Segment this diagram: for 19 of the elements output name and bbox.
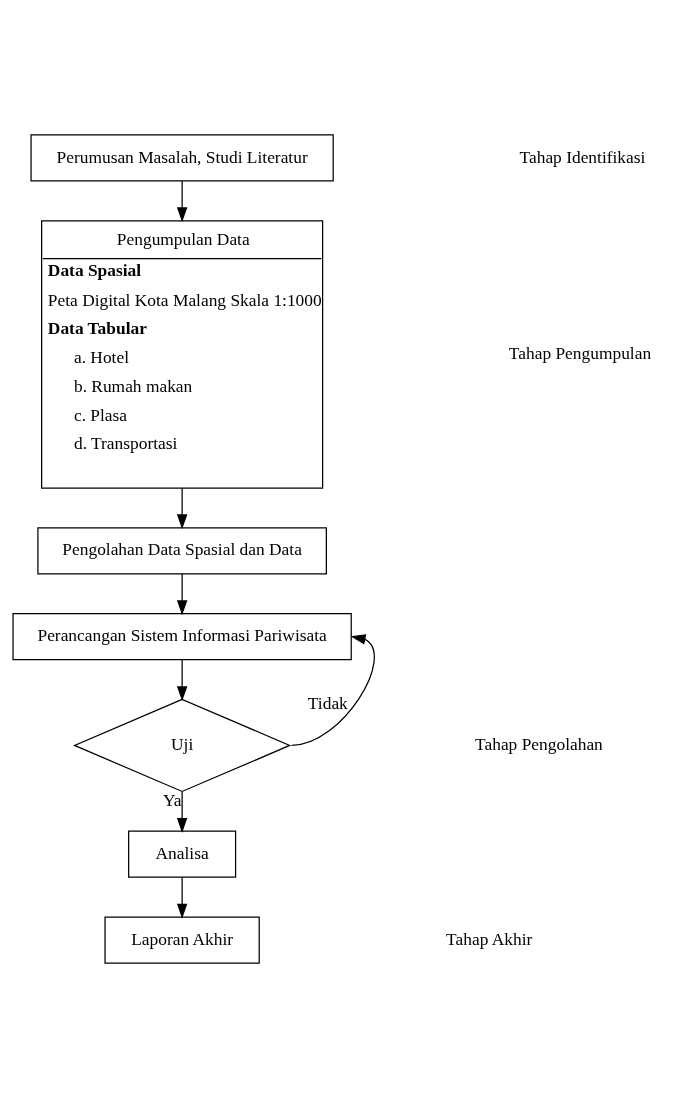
node-box: Perancangan Sistem Informasi Pariwisata	[12, 613, 352, 661]
arrow	[290, 634, 375, 747]
arrow	[176, 659, 188, 702]
arrow	[176, 573, 188, 616]
node-box: Laporan Akhir	[104, 916, 260, 964]
node-diamond: Uji	[73, 698, 292, 793]
node-box: Perumusan Masalah, Studi Literatur	[30, 134, 334, 182]
node-box: Analisa	[128, 830, 237, 878]
arrow	[176, 487, 188, 530]
label: Tahap Akhir	[446, 928, 533, 949]
arrow	[176, 876, 188, 919]
label: Tahap Pengumpulan	[508, 343, 652, 364]
edge-label: Ya	[162, 790, 182, 811]
node-box: Pengolahan Data Spasial dan Data	[37, 527, 327, 575]
arrow	[176, 180, 188, 223]
arrow	[176, 791, 188, 833]
label: Tahap Pengolahan	[475, 734, 603, 755]
edge-label: Tidak	[307, 692, 348, 713]
label: Tahap Identifikasi	[519, 146, 646, 167]
